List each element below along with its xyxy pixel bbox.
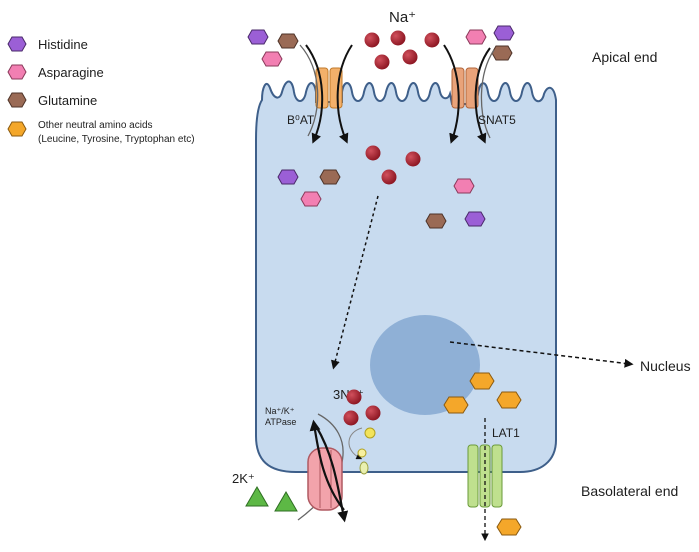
other-amino-acid-hexagon-icon [443, 396, 469, 414]
sodium-label-top: Na⁺ [389, 9, 416, 26]
pump-label-line1: Na⁺/K⁺ [265, 406, 295, 416]
histidine-hexagon-icon [7, 36, 27, 52]
sodium-ion [365, 405, 381, 421]
asparagine-hexagon-icon [465, 29, 487, 45]
lat1-label: LAT1 [492, 426, 520, 440]
na-k-atpase-pump [297, 413, 376, 523]
atp-icon [364, 427, 376, 439]
phosphate-icon [357, 448, 367, 458]
lat1-transporter [467, 418, 503, 542]
legend: Histidine Asparagine Glutamine Other neu… [7, 36, 195, 145]
legend-label: Asparagine [38, 65, 104, 80]
snat5-label: SNAT5 [478, 113, 516, 127]
other-amino-acid-hexagon-icon [469, 372, 495, 390]
legend-label: Glutamine [38, 93, 97, 108]
legend-label: Histidine [38, 37, 88, 52]
legend-label-detail: (Leucine, Tyrosine, Tryptophan etc) [38, 134, 195, 145]
nucleus-label: Nucleus [640, 358, 691, 374]
glutamine-hexagon-icon [425, 213, 447, 229]
pump-label-line2: ATPase [265, 417, 296, 427]
other-amino-acid-hexagon-icon [496, 518, 522, 536]
basolateral-sodium-ions [343, 389, 381, 426]
asparagine-hexagon-icon [261, 51, 283, 67]
other-amino-acid-hexagon-icon [7, 121, 27, 137]
basolateral-end-label: Basolateral end [581, 483, 678, 499]
lat1-amino-acids [443, 372, 522, 536]
sodium-ion [402, 49, 418, 65]
potassium-ions [245, 486, 298, 512]
legend-item-histidine: Histidine [7, 36, 88, 52]
potassium-ion-triangle-icon [245, 486, 269, 507]
histidine-hexagon-icon [277, 169, 299, 185]
sodium-ion [390, 30, 406, 46]
potassium-ion-triangle-icon [274, 491, 298, 512]
sodium-ion [424, 32, 440, 48]
asparagine-hexagon-icon [7, 64, 27, 80]
cell-body [255, 80, 557, 473]
b0at-transporter [299, 44, 353, 144]
legend-item-asparagine: Asparagine [7, 64, 104, 80]
intracellular-amino-acids [277, 169, 486, 229]
sodium-ion [405, 151, 421, 167]
apical-end-label: Apical end [592, 49, 657, 65]
b0at-label: B⁰AT [287, 113, 315, 127]
sodium-ion [364, 32, 380, 48]
glutamine-hexagon-icon [277, 33, 299, 49]
sodium-ion [346, 389, 362, 405]
legend-item-glutamine: Glutamine [7, 92, 97, 108]
sodium-ion [374, 54, 390, 70]
sodium-ion [381, 169, 397, 185]
apical-amino-acids-right [465, 25, 515, 61]
histidine-hexagon-icon [464, 211, 486, 227]
sodium-ion [365, 145, 381, 161]
asparagine-hexagon-icon [300, 191, 322, 207]
sodium-ion [343, 410, 359, 426]
nucleus [370, 315, 480, 415]
glutamine-hexagon-icon [491, 45, 513, 61]
nucleus-pointer-arrow [449, 341, 634, 368]
asparagine-hexagon-icon [453, 178, 475, 194]
other-amino-acid-hexagon-icon [496, 391, 522, 409]
glutamine-hexagon-icon [319, 169, 341, 185]
snat5-transporter [443, 44, 495, 144]
adp-icon [359, 461, 369, 475]
histidine-hexagon-icon [247, 29, 269, 45]
sodium-ions-inside [365, 145, 421, 185]
legend-label: Other neutral amino acids [38, 120, 153, 131]
histidine-hexagon-icon [493, 25, 515, 41]
sodium-ions-outside [364, 30, 440, 70]
apical-amino-acids-left [247, 29, 299, 67]
legend-item-other: Other neutral amino acids (Leucine, Tyro… [7, 120, 195, 145]
potassium-label: 2K⁺ [232, 471, 255, 486]
glutamine-hexagon-icon [7, 92, 27, 108]
sodium-path-arrow [330, 195, 379, 370]
